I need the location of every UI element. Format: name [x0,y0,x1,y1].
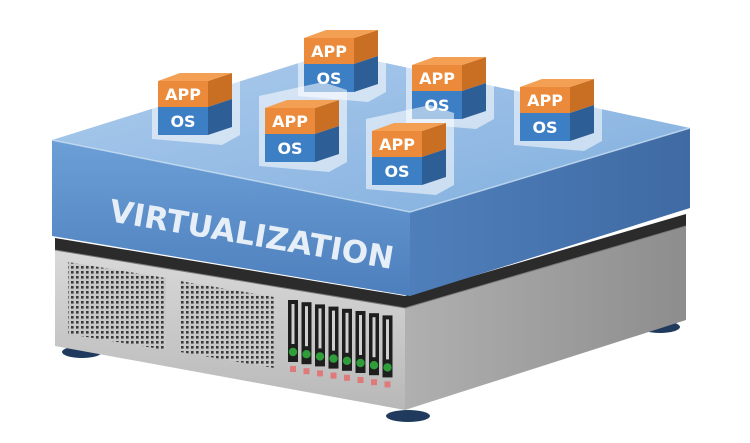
status-led-green [315,352,325,361]
drive-bay-handle [386,319,389,360]
app-block-side [462,57,486,91]
drive-bay-handle [345,312,349,353]
drive-bay-handle [359,315,362,355]
status-led-green [342,356,352,365]
app-block [158,81,208,107]
app-block-top [372,123,446,131]
app-block-side [422,123,446,157]
os-block-side [354,56,378,92]
os-block-side [570,105,594,141]
app-block-top [520,79,594,87]
server-side-panel [405,226,686,410]
status-led-red [371,379,377,386]
app-block-side [354,30,378,64]
os-block [158,107,208,135]
app-block [412,65,462,91]
vent-grille [68,262,166,350]
app-label: APP [419,69,455,88]
status-led-red [330,372,337,379]
os-block [520,113,570,141]
status-led-red [344,374,350,381]
status-led-red [303,368,310,375]
app-block-top [304,30,378,38]
app-block [520,87,570,113]
drive-bays [288,300,393,388]
status-led-green [356,358,365,368]
vent-grille [180,281,274,368]
status-led-green [383,363,392,372]
vm-box: APP OS [366,105,454,195]
app-block [372,131,422,157]
os-block-side [208,99,232,135]
status-led-red [384,381,391,388]
app-label: APP [272,112,308,131]
os-block-side [462,83,486,119]
app-block-top [158,73,232,81]
status-led-red [317,370,323,377]
app-label: APP [379,135,415,154]
app-block [265,108,315,134]
status-led-red [357,377,364,383]
app-block-side [315,100,339,134]
os-block-side [422,149,446,185]
app-block-side [570,79,594,113]
drive-bay-handle [291,304,295,344]
status-led-green [302,350,311,359]
os-block [372,157,422,185]
os-label: OS [532,118,557,137]
drive-bay-handle [332,310,335,351]
os-block [265,134,315,162]
vm-box: APP OS [152,55,240,145]
virtualization-front [52,140,410,296]
virtualization-side [410,128,690,296]
app-block-side [208,73,232,107]
drive-bay-handle [372,317,376,358]
drive-bay-handle [318,308,322,349]
app-block-top [265,100,339,108]
app-label: APP [527,91,563,110]
app-block-top [412,57,486,65]
os-label: OS [384,162,409,181]
app-label: APP [165,85,201,104]
app-block [304,38,354,64]
vm-box: APP OS [514,61,602,151]
status-led-green [329,354,338,363]
status-led-green [369,361,379,370]
vm-box: APP OS [259,82,347,172]
app-label: APP [311,42,347,61]
os-block-side [315,126,339,162]
os-label: OS [277,139,302,158]
server-vents [68,262,274,368]
status-led-red [290,366,296,372]
os-label: OS [170,112,195,131]
status-led-green [288,347,298,357]
drive-bay-handle [305,306,308,347]
